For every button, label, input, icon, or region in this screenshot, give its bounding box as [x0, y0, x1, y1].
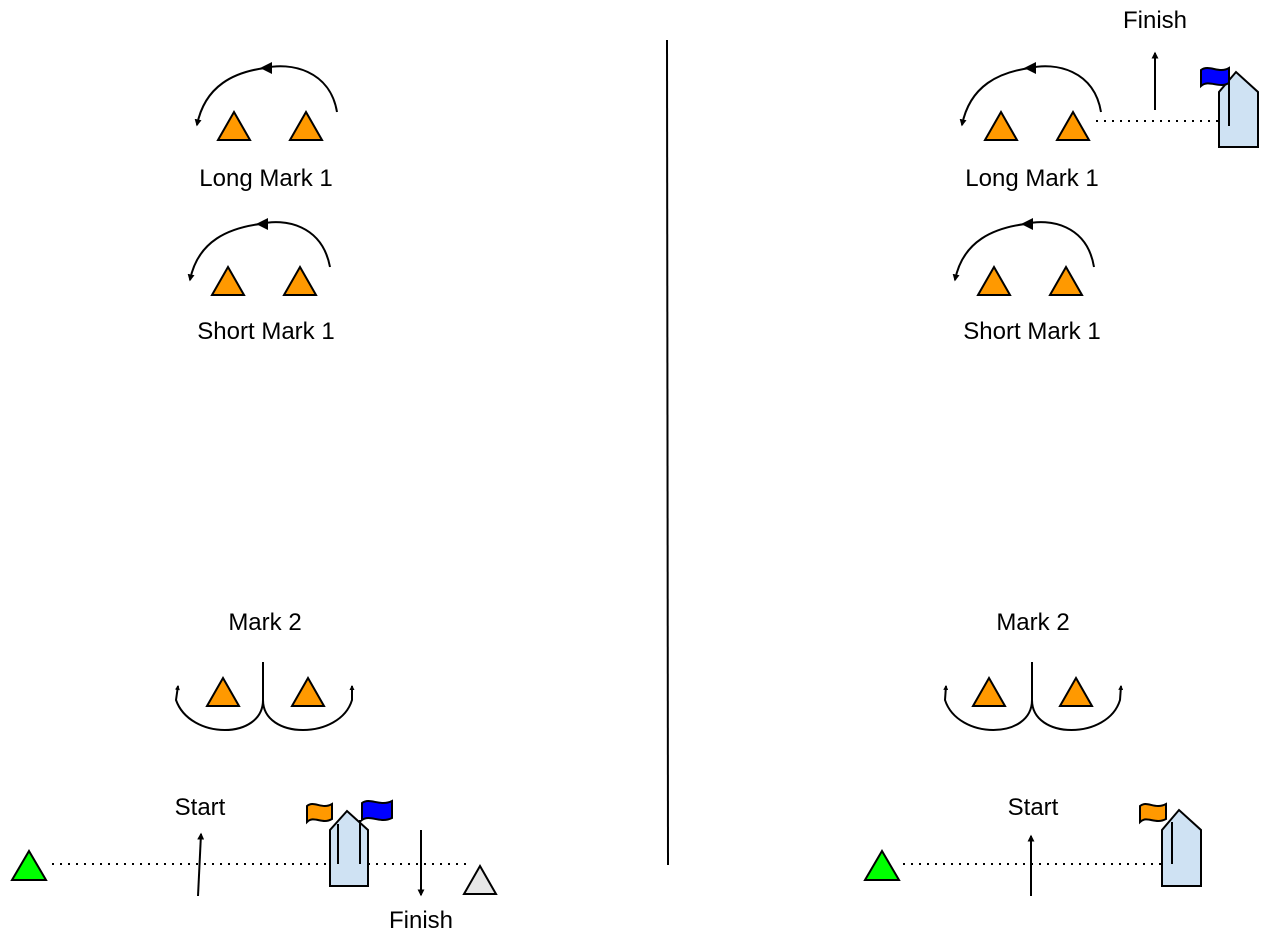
- mark-buoy-icon: [1048, 264, 1084, 296]
- rounding-arrow: [194, 65, 338, 127]
- start-label: Start: [175, 794, 226, 821]
- gate-rounding-arrow-left: [174, 662, 264, 731]
- mark-buoy-icon: [290, 675, 326, 707]
- mark-buoy-icon: [210, 264, 246, 296]
- direction-arrowhead: [256, 218, 268, 230]
- mark-buoy-icon: [971, 675, 1007, 707]
- gate-rounding-arrow-right: [262, 685, 355, 731]
- direction-arrowhead: [260, 62, 272, 74]
- mark-buoy-icon: [288, 109, 324, 141]
- mark-buoy-icon: [1055, 109, 1091, 141]
- blue-flag-icon: [361, 799, 393, 822]
- right-long-mark-1: Long Mark 1: [959, 62, 1102, 192]
- course-divider: [666, 39, 669, 866]
- limit-mark-buoy-icon: [462, 863, 498, 895]
- start-direction-arrow: [197, 832, 205, 897]
- gate-rounding-arrow-left: [943, 662, 1033, 731]
- gate-rounding-arrow-right: [1031, 685, 1124, 731]
- right-start-line: Start: [863, 794, 1202, 896]
- right-finish-line: Finish: [1096, 7, 1259, 148]
- right-course: Finish Long Mark 1 Short Mark 1: [863, 7, 1259, 896]
- rounding-arrow: [959, 65, 1102, 127]
- long-mark-label: Long Mark 1: [199, 165, 332, 192]
- blue-flag-icon: [1200, 66, 1230, 89]
- committee-boat-icon: [1139, 802, 1202, 887]
- start-label: Start: [1008, 794, 1059, 821]
- rounding-arrow: [952, 221, 1095, 282]
- mark-buoy-icon: [1058, 675, 1094, 707]
- orange-flag-icon: [1139, 802, 1167, 825]
- left-long-mark-1: Long Mark 1: [194, 62, 338, 192]
- mark-buoy-icon: [205, 675, 241, 707]
- mark-buoy-icon: [983, 109, 1019, 141]
- right-short-mark-1: Short Mark 1: [952, 218, 1101, 345]
- mark-2-label: Mark 2: [228, 609, 301, 636]
- direction-arrowhead: [1021, 218, 1033, 230]
- orange-flag-icon: [306, 802, 333, 825]
- mark-buoy-icon: [282, 264, 318, 296]
- committee-boat-icon: [1200, 66, 1259, 148]
- short-mark-label: Short Mark 1: [197, 318, 334, 345]
- mark-buoy-icon: [976, 264, 1012, 296]
- left-start-finish-line: Start Finish: [10, 794, 498, 934]
- direction-arrowhead: [1024, 62, 1036, 74]
- long-mark-label: Long Mark 1: [965, 165, 1098, 192]
- mark-2-label: Mark 2: [996, 609, 1069, 636]
- right-mark-2-gate: Mark 2: [943, 609, 1124, 731]
- rounding-arrow: [187, 221, 331, 282]
- pin-end-buoy-icon: [863, 849, 901, 881]
- pin-end-buoy-icon: [10, 849, 48, 881]
- committee-boat-icon: [306, 799, 393, 887]
- short-mark-label: Short Mark 1: [963, 318, 1100, 345]
- finish-label: Finish: [1123, 7, 1187, 34]
- mark-buoy-icon: [216, 109, 252, 141]
- left-short-mark-1: Short Mark 1: [187, 218, 335, 345]
- left-mark-2-gate: Mark 2: [174, 609, 355, 731]
- finish-label: Finish: [389, 907, 453, 934]
- left-course: Long Mark 1 Short Mark 1 Mark 2 Start: [10, 62, 498, 934]
